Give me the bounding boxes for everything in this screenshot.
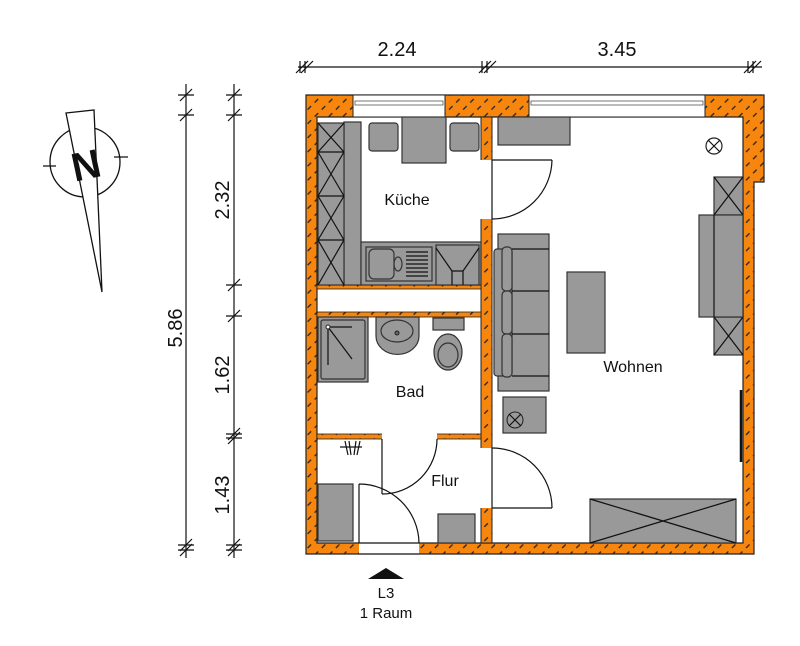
entrance-marker-icon <box>368 568 404 579</box>
kitchen-cabinets <box>317 121 362 286</box>
coffee-table <box>566 271 606 354</box>
door-bath <box>381 438 438 495</box>
room-label-hall: Flur <box>431 473 459 490</box>
dimension-left <box>178 84 242 558</box>
ceiling-light-icon <box>705 137 723 155</box>
dimension-kitchen-width: 2.24 <box>378 39 417 61</box>
shoe-cabinet <box>437 513 476 544</box>
floor-lamp-icon <box>502 396 547 434</box>
washbasin <box>375 316 420 356</box>
chair <box>449 122 480 152</box>
door-hall-living <box>491 447 553 509</box>
room-label-bath: Bad <box>396 384 424 401</box>
chair <box>368 122 399 152</box>
tv-unit <box>698 176 744 356</box>
dimension-hall-depth: 1.43 <box>212 476 234 515</box>
room-label-living: Wohnen <box>603 359 662 376</box>
toilet <box>432 317 465 371</box>
north-arrow-icon: N <box>43 109 128 293</box>
wardrobe <box>317 483 354 542</box>
walls <box>305 94 765 555</box>
sofa <box>493 233 550 392</box>
dimension-living-width: 3.45 <box>598 39 637 61</box>
stove <box>435 244 480 286</box>
sideboard <box>497 116 571 146</box>
dimension-kitchen-depth: 2.32 <box>212 181 234 220</box>
entrance-opening <box>359 542 419 555</box>
dimension-bath-depth: 1.62 <box>212 356 234 395</box>
bed <box>589 498 737 544</box>
door-kitchen <box>491 159 553 220</box>
window-living <box>528 94 706 118</box>
dimension-total-depth: 5.86 <box>165 309 187 348</box>
door-entrance <box>358 483 420 544</box>
shower <box>317 316 369 383</box>
room-label-kitchen: Küche <box>384 192 429 209</box>
dimension-top <box>295 60 762 74</box>
coat-hooks <box>340 440 362 456</box>
unit-code: L3 <box>378 585 395 602</box>
dining-table <box>401 116 447 164</box>
unit-type: 1 Raum <box>360 605 413 622</box>
window-kitchen <box>352 94 446 118</box>
